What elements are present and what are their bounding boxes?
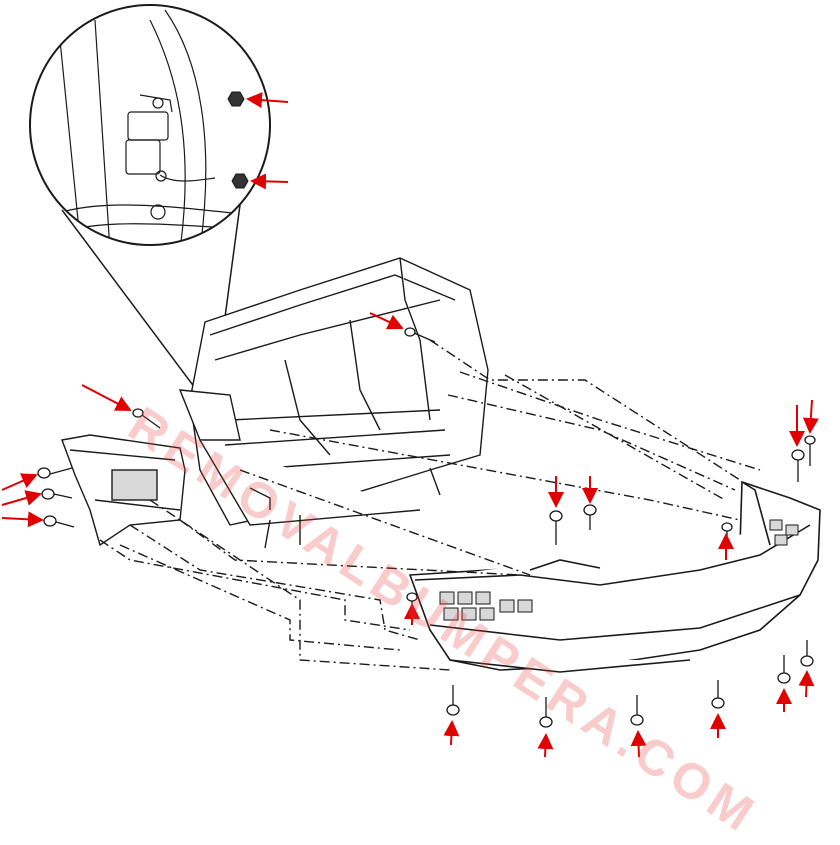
alignment-lines — [99, 339, 761, 671]
screw-icon — [583, 504, 597, 530]
bumper-removal-diagram — [1, 4, 821, 758]
screw-icon — [804, 435, 816, 466]
red-arrow-icon — [1, 511, 44, 528]
red-arrow-icon — [537, 733, 554, 758]
screw-icon — [41, 488, 73, 500]
red-arrow-icon — [81, 384, 132, 411]
red-arrow-icon — [250, 173, 289, 190]
screw-icon — [132, 408, 161, 429]
nut-icon — [231, 173, 249, 189]
side-bumper-bracket — [61, 434, 186, 547]
screw-icon — [37, 467, 73, 479]
indicator-arrows — [1, 92, 819, 758]
red-arrow-icon — [630, 730, 647, 758]
screw-icon — [777, 655, 791, 684]
red-arrow-icon — [1, 473, 38, 491]
red-arrow-icon — [1, 490, 42, 506]
car-rear-body — [178, 257, 489, 549]
red-arrow-icon — [443, 720, 460, 746]
fasteners — [37, 327, 816, 728]
screw-icon — [549, 510, 563, 545]
nut-icon — [227, 91, 245, 107]
screw-icon — [43, 515, 75, 528]
screw-icon — [711, 680, 725, 709]
screw-icon — [791, 449, 805, 482]
screw-icon — [800, 640, 814, 667]
screw-icon — [404, 327, 436, 343]
screw-icon — [630, 695, 644, 726]
detail-zoom-circle — [29, 4, 271, 393]
screw-icon — [446, 685, 460, 716]
screw-icon — [539, 697, 553, 728]
red-arrow-icon — [798, 670, 815, 698]
red-arrow-icon — [246, 92, 289, 109]
red-arrow-icon — [802, 399, 819, 434]
rear-bumper-cover — [408, 480, 821, 673]
red-arrow-icon — [369, 312, 404, 330]
clip-icon — [406, 592, 418, 607]
